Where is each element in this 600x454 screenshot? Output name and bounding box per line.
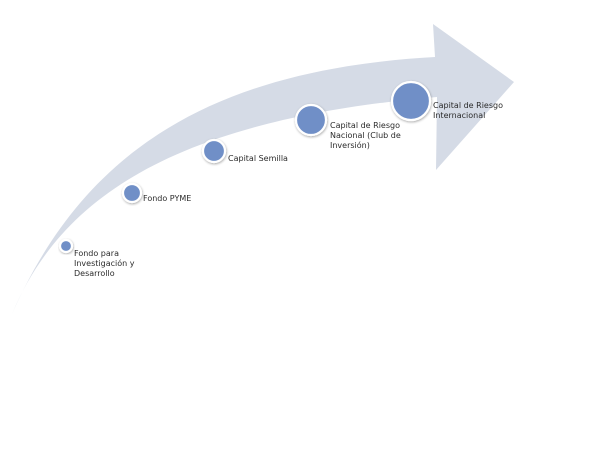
stage-label-4: Capital de Riesgo Nacional (Club de Inve… [330,121,401,150]
stage-dot-4 [294,103,328,137]
stage-label-3: Capital Semilla [228,154,288,163]
stage-dot-1 [58,238,74,254]
stage-label-5: Capital de Riesgo Internacional [433,101,503,120]
stage-label-1: Fondo para Investigación y Desarrollo [74,249,135,278]
stage-label-2: Fondo PYME [143,194,192,203]
stage-dot-5 [390,80,432,122]
curved-arrow [12,24,514,314]
stage-dot-3 [201,138,227,164]
stage-dot-2 [121,182,143,204]
